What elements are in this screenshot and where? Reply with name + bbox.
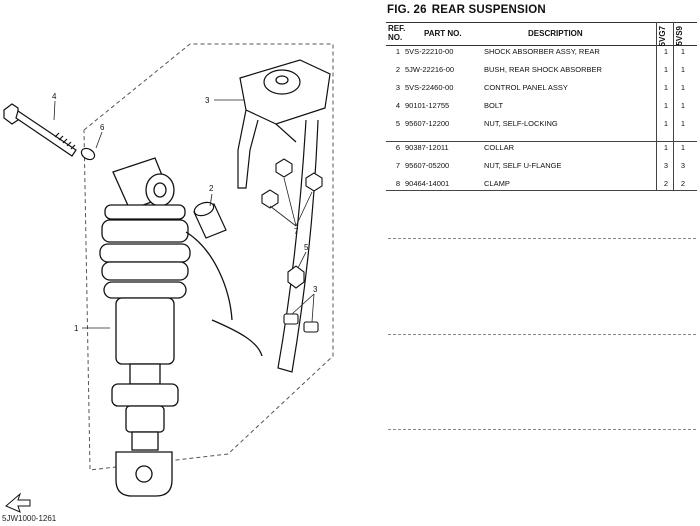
qty-model-1-cell: 3 (663, 161, 669, 170)
column-divider (656, 22, 657, 190)
dashed-separator (388, 429, 696, 430)
collar-part (80, 147, 96, 161)
description-cell: CLAMP (484, 179, 510, 188)
callout-6: 6 (100, 123, 105, 132)
table-row: 8 90464-14001 CLAMP 2 2 (386, 174, 697, 192)
ref-no-cell: 2 (395, 65, 400, 74)
flange-nut-parts (261, 158, 323, 209)
table-row: 4 90101-12755 BOLT 1 1 (386, 96, 697, 114)
qty-model-2-cell: 1 (680, 101, 686, 110)
callout-3-upper: 3 (205, 96, 210, 105)
row-separator (386, 141, 697, 142)
qty-model-2-cell: 1 (680, 143, 686, 152)
qty-model-2-cell: 1 (680, 83, 686, 92)
description-cell: COLLAR (484, 143, 515, 152)
part-no-cell: 5JW-22216-00 (405, 65, 455, 74)
table-row: 6 90387-12011 COLLAR 1 1 (386, 138, 697, 156)
dashed-frame (83, 43, 334, 471)
ref-no-cell: 3 (395, 83, 400, 92)
col-part-no: PART NO. (424, 29, 462, 38)
description-cell: CONTROL PANEL ASSY (484, 83, 568, 92)
description-cell: BOLT (484, 101, 504, 110)
qty-model-2-cell: 1 (680, 47, 686, 56)
callout-labels: 1 2 3 4 6 7 5 3 (52, 92, 318, 333)
qty-model-1-cell: 1 (663, 101, 669, 110)
part-no-cell: 95607-05200 (405, 161, 450, 170)
leader-lines (53, 99, 315, 329)
figure-name: REAR SUSPENSION (431, 4, 546, 16)
table-row: 2 5JW-22216-00 BUSH, REAR SHOCK ABSORBER 1 1 (386, 60, 697, 78)
ref-no-cell: 8 (395, 179, 400, 188)
part-no-cell: 90387-12011 (405, 143, 449, 152)
shock-absorber-part (99, 157, 263, 497)
self-locking-nut-part (287, 265, 305, 289)
part-no-cell: 95607-12200 (405, 119, 450, 128)
qty-model-2-cell: 3 (680, 161, 686, 170)
part-no-cell: 90101-12755 (405, 101, 450, 110)
figure-label: FIG. 26 (387, 4, 427, 16)
qty-model-1-cell: 1 (663, 143, 669, 152)
qty-model-1-cell: 1 (663, 119, 669, 128)
dashed-separator (388, 238, 696, 239)
part-no-cell: 5VS-22210-00 (405, 47, 454, 56)
bolt-part (3, 103, 77, 157)
dashed-separator (388, 334, 696, 335)
callout-2: 2 (209, 184, 214, 193)
parts-list: REF. NO. PART NO. DESCRIPTION 5VG7 5VS9 … (386, 22, 697, 517)
qty-model-1-cell: 2 (663, 179, 669, 188)
table-row: 7 95607-05200 NUT, SELF U-FLANGE 3 3 (386, 156, 697, 174)
ref-no-cell: 7 (395, 161, 400, 170)
table-row: 3 5VS-22460-00 CONTROL PANEL ASSY 1 1 (386, 78, 697, 96)
part-no-cell: 5VS-22460-00 (405, 83, 454, 92)
column-divider (673, 22, 674, 190)
callout-7: 7 (294, 227, 299, 236)
table-row: 1 5VS-22210-00 SHOCK ABSORBER ASSY, REAR 1 1 (386, 42, 697, 60)
front-arrow-icon (5, 492, 31, 513)
clamp-parts (283, 313, 319, 333)
ref-no-cell: 6 (395, 143, 400, 152)
bush-part (193, 201, 227, 239)
col-description: DESCRIPTION (528, 29, 583, 38)
description-cell: NUT, SELF U-FLANGE (484, 161, 562, 170)
part-no-cell: 90464-14001 (405, 179, 450, 188)
callout-5: 5 (304, 243, 309, 252)
description-cell: SHOCK ABSORBER ASSY, REAR (484, 47, 600, 56)
qty-model-2-cell: 1 (680, 119, 686, 128)
ref-no-cell: 5 (395, 119, 400, 128)
table-row: 5 95607-12200 NUT, SELF-LOCKING 1 1 (386, 114, 697, 132)
qty-model-1-cell: 1 (663, 47, 669, 56)
description-cell: BUSH, REAR SHOCK ABSORBER (484, 65, 602, 74)
qty-model-1-cell: 1 (663, 83, 669, 92)
description-cell: NUT, SELF-LOCKING (484, 119, 558, 128)
ref-no-cell: 1 (395, 47, 400, 56)
figure-title: FIG. 26 REAR SUSPENSION (387, 4, 551, 16)
col-ref-no: REF. NO. (388, 24, 406, 42)
parts-list-header: REF. NO. PART NO. DESCRIPTION 5VG7 5VS9 (386, 22, 697, 46)
diagram-code: 5JW1000-1261 (2, 514, 57, 523)
qty-model-2-cell: 2 (680, 179, 686, 188)
qty-model-2-cell: 1 (680, 65, 686, 74)
ref-no-cell: 4 (395, 101, 400, 110)
exploded-diagram: 1 2 3 4 6 7 5 3 (3, 43, 334, 513)
callout-3-lower: 3 (313, 285, 318, 294)
callout-1: 1 (74, 324, 79, 333)
row-separator (386, 190, 697, 191)
callout-4: 4 (52, 92, 57, 101)
qty-model-1-cell: 1 (663, 65, 669, 74)
